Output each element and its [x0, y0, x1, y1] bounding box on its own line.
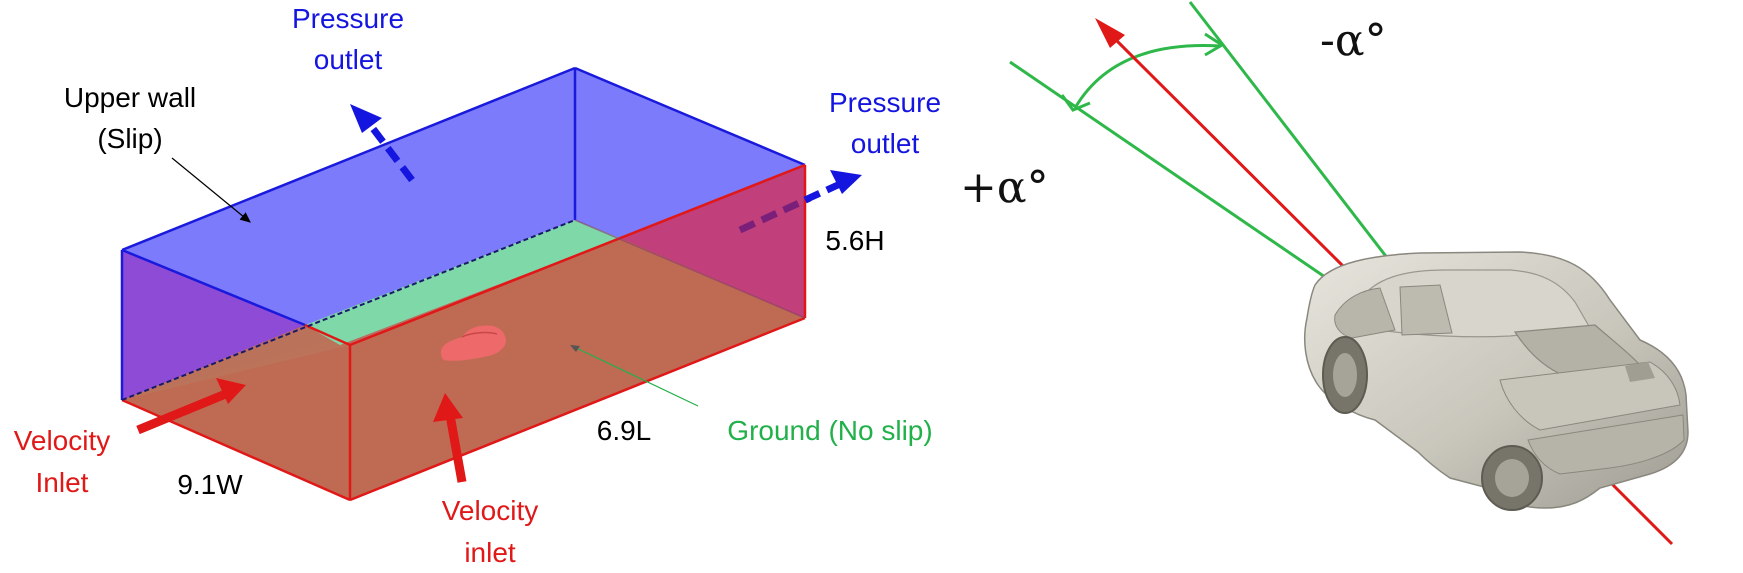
- yaw-diagram: [1009, 1, 1689, 546]
- pressure-outlet-right-line1: Pressure: [829, 87, 941, 118]
- visible-ground: [305, 220, 620, 345]
- outlet-arrow-right: [803, 180, 842, 204]
- top-face-overlay: [122, 68, 805, 325]
- outlet-arrow-top: [365, 119, 415, 183]
- domain-diagram: [120, 66, 862, 502]
- left-face-overlay: [122, 250, 305, 400]
- inlet-arrow-left: [136, 388, 230, 435]
- inlet-arrow-bottom-head: [433, 393, 463, 422]
- dim-height-label: 5.6H: [825, 225, 884, 256]
- inlet-arrow-left-head: [216, 378, 246, 404]
- car-illustration: [1303, 251, 1689, 511]
- ground-leader: [571, 345, 699, 407]
- arc-arrowhead-right: [1204, 32, 1225, 57]
- pressure-outlet-right-line2: outlet: [851, 128, 920, 159]
- velocity-inlet-bottom-line1: Velocity: [442, 495, 539, 526]
- upper-wall-leader: [171, 157, 251, 223]
- plus-alpha-label: +α°: [960, 162, 1049, 213]
- velocity-inlet-left-line2: Inlet: [36, 467, 89, 498]
- inlet-arrow-bottom: [445, 414, 467, 483]
- blue-edges: [120, 66, 806, 400]
- ground-leader-head: [570, 345, 580, 352]
- pressure-outlet-top-line2: outlet: [314, 44, 383, 75]
- flow-line-upper: [1106, 30, 1352, 275]
- yaw-line-minus: [1188, 1, 1397, 269]
- dim-width-label: 9.1W: [177, 469, 243, 500]
- yaw-line-plus: [1009, 60, 1326, 279]
- flow-arrowhead: [1095, 18, 1125, 48]
- arc-arrowhead-left: [1060, 94, 1091, 112]
- red-edges: [121, 163, 807, 502]
- yaw-angle-arc: [1073, 44, 1221, 109]
- hidden-edge-right: [574, 219, 806, 319]
- ground-label: Ground (No slip): [727, 415, 932, 446]
- hidden-edge-dashed: [121, 219, 576, 401]
- front-face-lower: [122, 222, 805, 500]
- minus-alpha-label: -α°: [1320, 15, 1387, 66]
- outlet-arrow-right-dash: [738, 194, 812, 234]
- dim-length-label: 6.9L: [597, 415, 652, 446]
- right-face-overlay: [620, 165, 805, 318]
- outlet-arrow-right-head: [830, 170, 862, 194]
- pressure-outlet-top-line1: Pressure: [292, 3, 404, 34]
- upper-wall-line2: (Slip): [97, 123, 162, 154]
- car-model: [441, 325, 506, 361]
- outlet-arrow-top-head: [350, 104, 382, 133]
- velocity-inlet-bottom-line2: inlet: [464, 537, 516, 568]
- upper-wall-line1: Upper wall: [64, 82, 196, 113]
- velocity-inlet-left-line1: Velocity: [14, 425, 111, 456]
